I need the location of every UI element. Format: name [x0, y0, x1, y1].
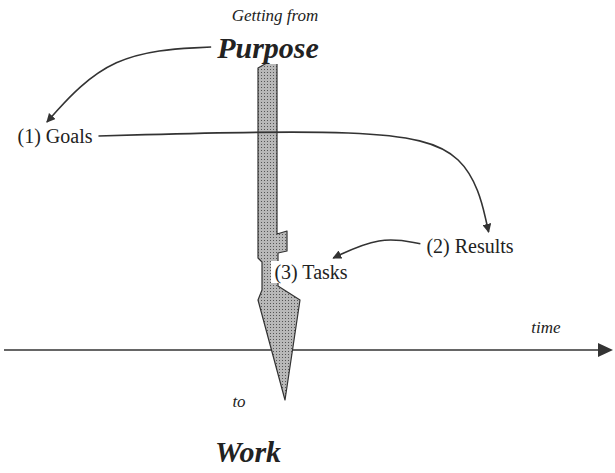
work-term: Work — [213, 435, 283, 468]
joining-word: to — [230, 393, 247, 412]
purpose-term: Purpose — [214, 31, 322, 64]
flow-arrow — [47, 47, 211, 122]
step-tasks: (3) Tasks — [271, 261, 350, 283]
node-text: Purpose — [217, 31, 319, 64]
time-axis — [4, 349, 598, 351]
flow-arrow — [98, 132, 488, 232]
step-results: (2) Results — [423, 235, 516, 257]
purpose-work-wedge — [258, 60, 300, 400]
axis-label: time — [529, 319, 562, 338]
node-text: (3) Tasks — [274, 261, 347, 283]
flow-arrow — [333, 240, 420, 258]
step-goals: (1) Goals — [15, 125, 96, 147]
node-text: (1) Goals — [18, 125, 93, 147]
axis-arrowhead — [598, 343, 613, 357]
node-text: (2) Results — [426, 235, 513, 257]
heading-text: Getting from — [230, 7, 321, 26]
